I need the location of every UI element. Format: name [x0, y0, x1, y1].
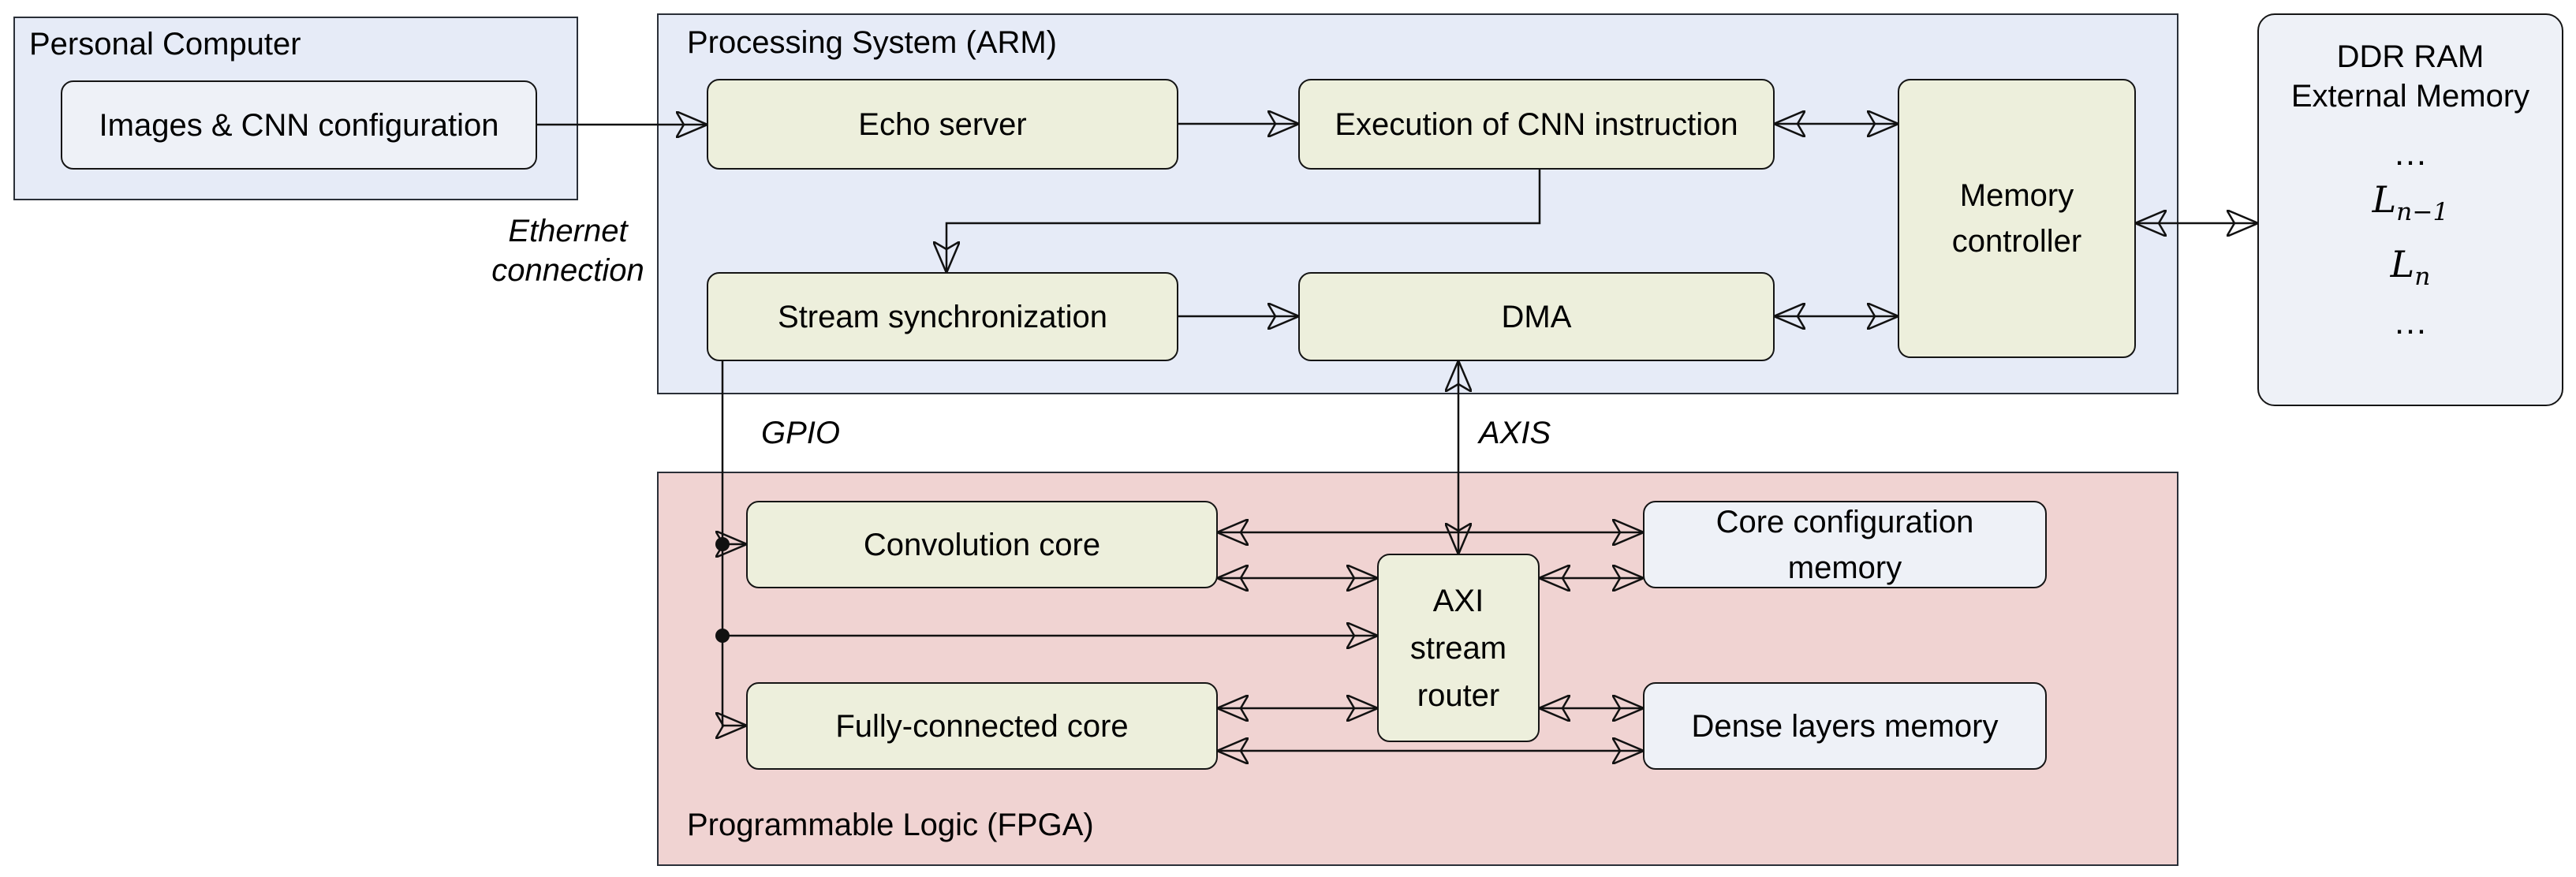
processing-system-title: Processing System (ARM): [687, 25, 1057, 60]
personal-computer-title: Personal Computer: [29, 27, 301, 62]
wire-execution-to-stream-sync: [946, 170, 1541, 272]
convolution-core-box: Convolution core: [746, 501, 1218, 588]
ddr-layer-prev: Ln−1: [2373, 177, 2449, 234]
ddr-layer-list: … Ln−1 Ln …: [2373, 134, 2449, 342]
gpio-label: GPIO: [761, 416, 841, 450]
axi-stream-router-label: AXI stream router: [1409, 583, 1507, 713]
junction-dot-router: [715, 629, 730, 643]
convolution-core-label: Convolution core: [863, 527, 1101, 562]
ethernet-connection-label: Ethernet connection: [465, 211, 670, 290]
ddr-ram-box: DDR RAM External Memory … Ln−1 Ln …: [2257, 13, 2563, 406]
dense-layers-memory-box: Dense layers memory: [1643, 682, 2047, 770]
dma-label: DMA: [1501, 299, 1572, 334]
images-cnn-config-label: Images & CNN configuration: [99, 107, 499, 143]
programmable-logic-title: Programmable Logic (FPGA): [687, 808, 1094, 842]
dense-layers-memory-label: Dense layers memory: [1691, 708, 1999, 744]
ddr-ellipsis-top: …: [2393, 134, 2428, 173]
axis-label: AXIS: [1479, 416, 1551, 450]
ddr-title-line2: External Memory: [2290, 79, 2530, 114]
images-cnn-config-box: Images & CNN configuration: [61, 80, 537, 170]
echo-server-label: Echo server: [858, 106, 1027, 142]
fully-connected-core-box: Fully-connected core: [746, 682, 1218, 770]
ddr-layer-last-sub: n: [2414, 263, 2431, 292]
axi-stream-router-box: AXI stream router: [1377, 554, 1540, 742]
core-config-memory-box: Core configuration memory: [1643, 501, 2047, 588]
stream-sync-box: Stream synchronization: [707, 272, 1178, 361]
dma-box: DMA: [1298, 272, 1775, 361]
core-config-memory-label: Core configuration memory: [1715, 504, 1974, 585]
ddr-layer-last: Ln: [2391, 242, 2431, 299]
ddr-ellipsis-bottom: …: [2393, 303, 2428, 342]
memory-controller-label: Memory controller: [1951, 178, 2082, 259]
echo-server-box: Echo server: [707, 79, 1178, 170]
fully-connected-core-label: Fully-connected core: [835, 708, 1129, 744]
ddr-title-line1: DDR RAM: [2336, 39, 2485, 74]
ddr-layer-last-base: L: [2390, 243, 2415, 286]
stream-sync-label: Stream synchronization: [778, 299, 1107, 334]
wire-gpio-to-fully-connected: [722, 361, 746, 726]
execution-cnn-box: Execution of CNN instruction: [1298, 79, 1775, 170]
memory-controller-box: Memory controller: [1898, 79, 2136, 358]
ddr-layer-prev-base: L: [2372, 178, 2397, 221]
ddr-layer-prev-sub: n−1: [2396, 198, 2449, 227]
junction-dot-convolution: [715, 537, 730, 551]
execution-cnn-label: Execution of CNN instruction: [1335, 106, 1738, 142]
ethernet-label-line1: Ethernet: [508, 214, 628, 248]
ethernet-label-line2: connection: [491, 253, 644, 288]
